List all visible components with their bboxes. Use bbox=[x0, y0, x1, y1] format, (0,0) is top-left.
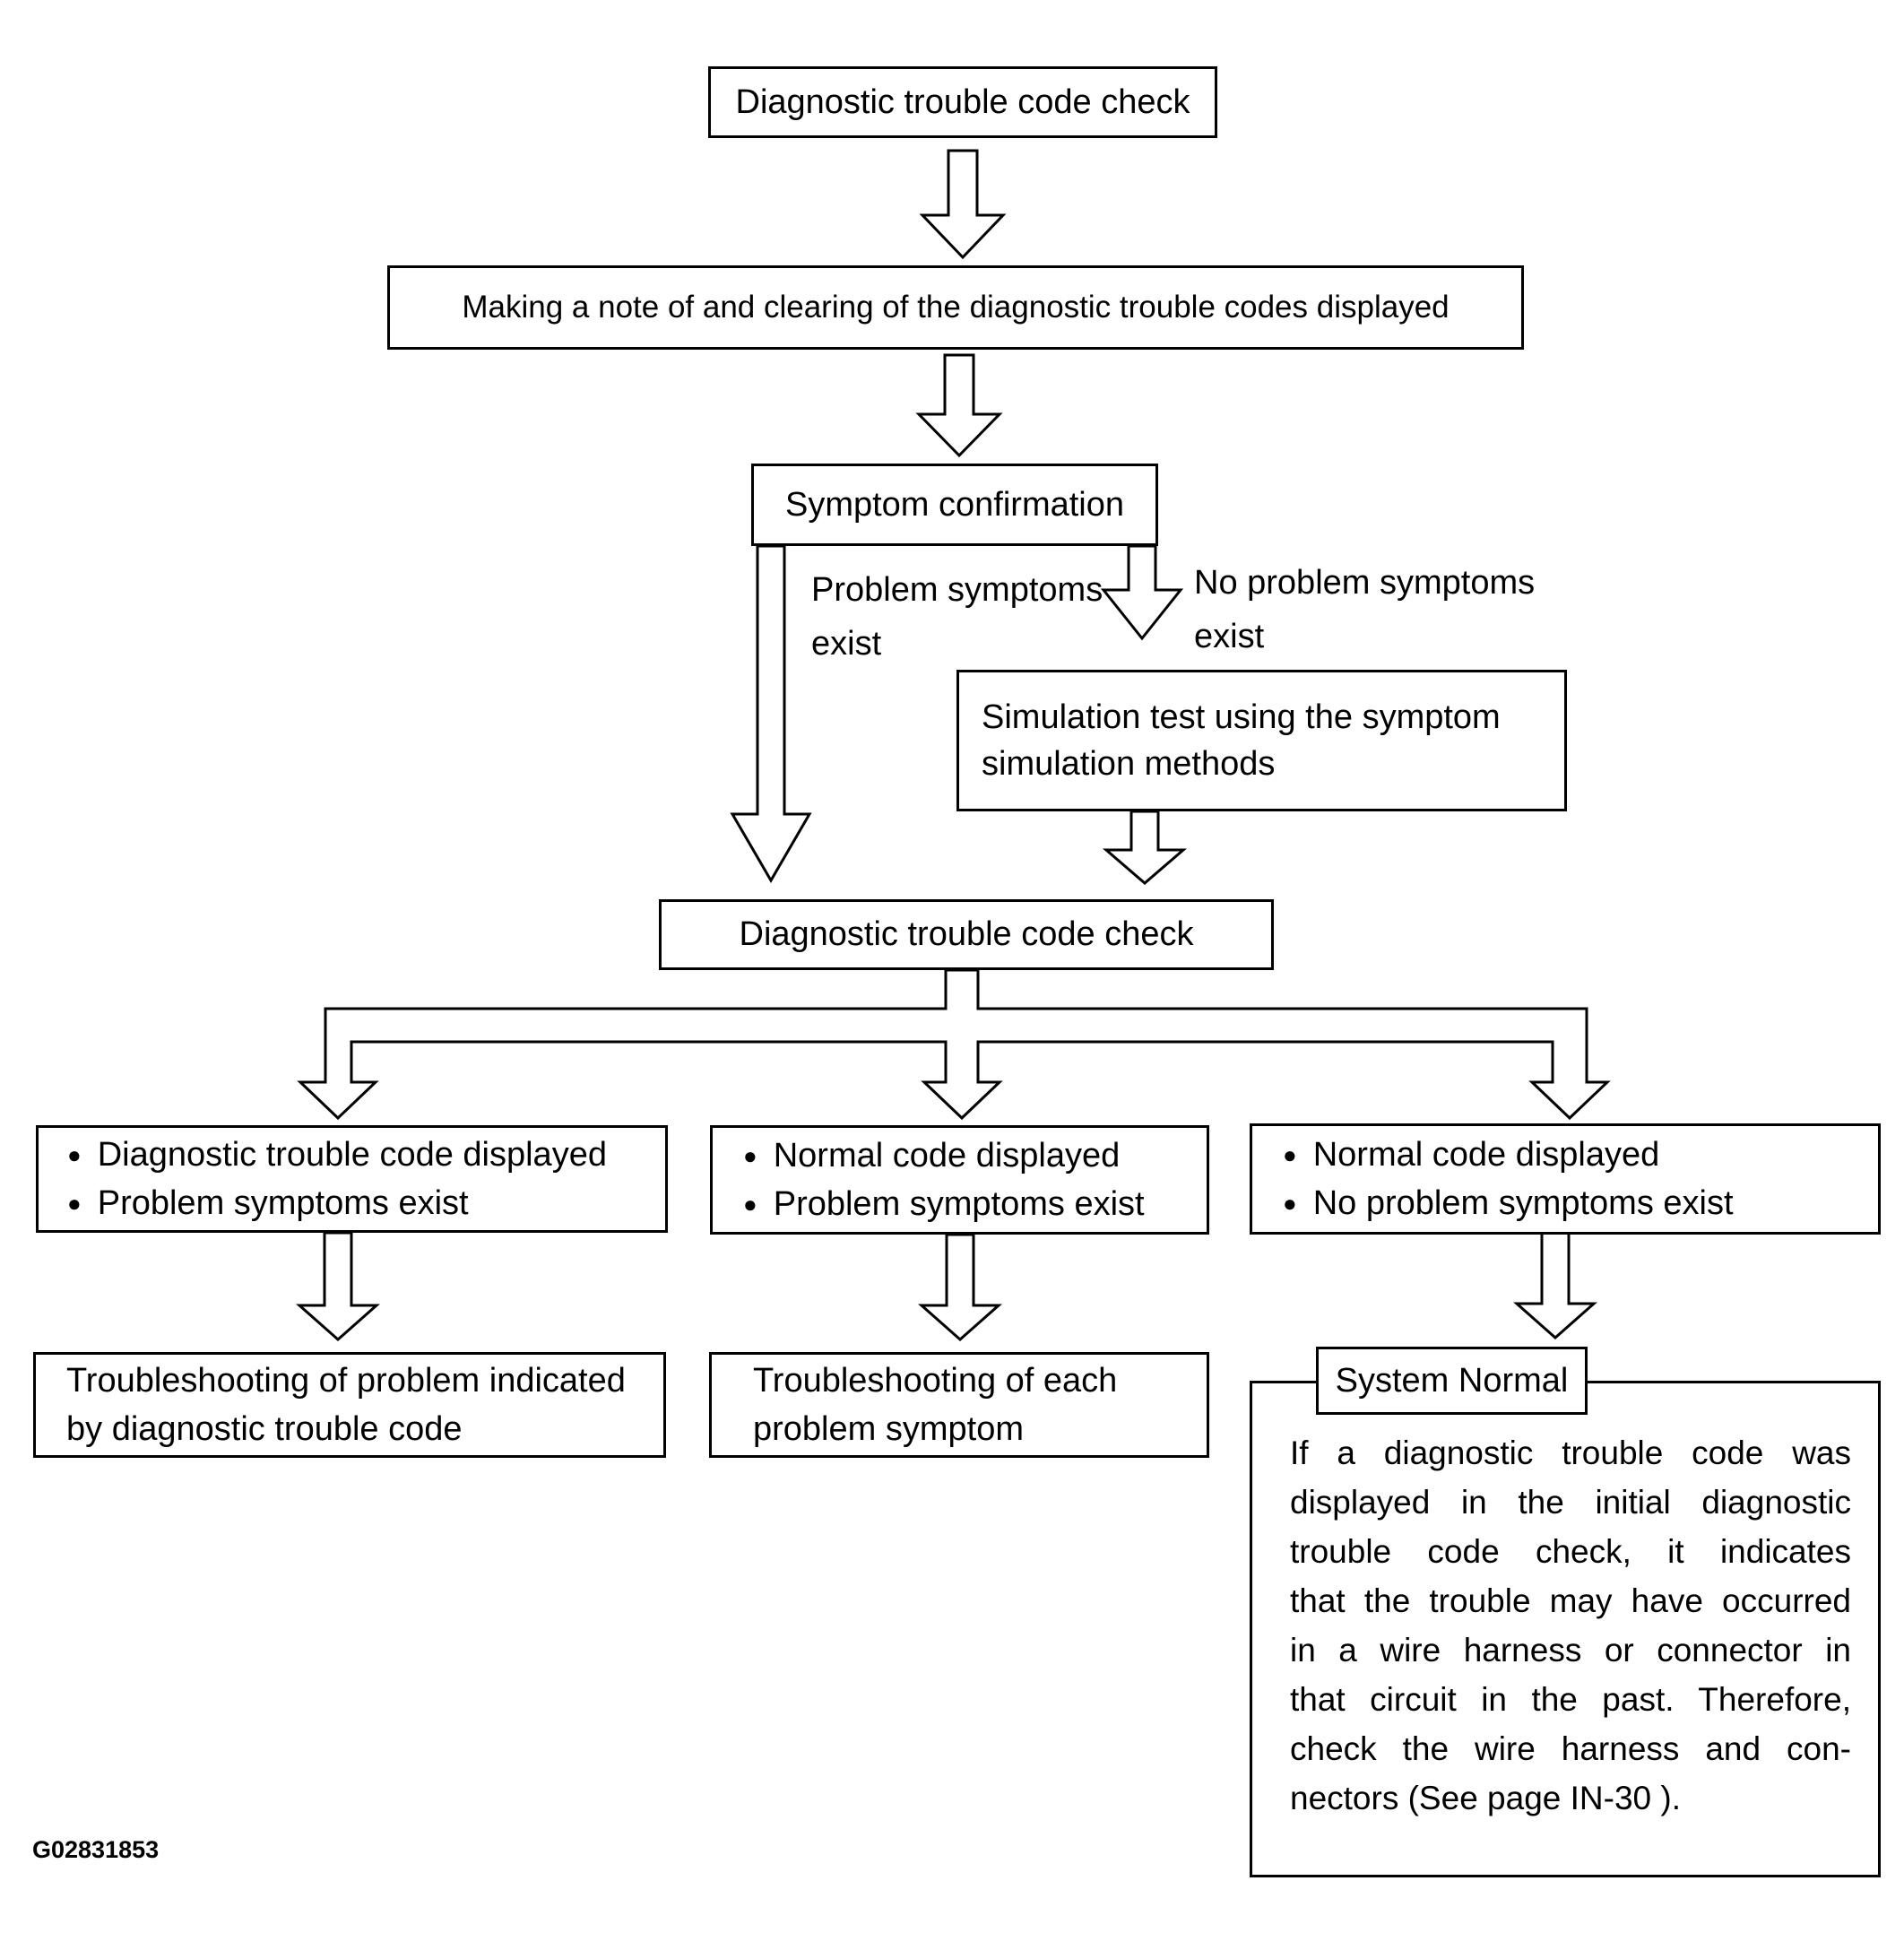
system-normal-title-label: System Normal bbox=[1335, 1361, 1569, 1400]
node-simulation-test: Simulation test using the symptom simula… bbox=[956, 670, 1567, 811]
node-result-left-label: Troubleshooting of problem indicated by … bbox=[66, 1362, 626, 1448]
list-item: ● Normal code displayed bbox=[1283, 1134, 1878, 1175]
outcome-middle-item-1: Normal code displayed bbox=[773, 1137, 1121, 1175]
arrow-down-1-icon bbox=[919, 149, 1007, 260]
node-outcome-left: ● Diagnostic trouble code displayed ● Pr… bbox=[36, 1125, 668, 1233]
note-line: displayed in the initial diagnostic bbox=[1290, 1484, 1851, 1521]
bullet-icon: ● bbox=[67, 1190, 82, 1217]
note-line: that the trouble may have occurred bbox=[1290, 1582, 1851, 1619]
arrow-outcome-middle-down-icon bbox=[918, 1233, 1002, 1342]
note-line: If a diagnostic trouble code was bbox=[1290, 1435, 1851, 1471]
outcome-left-list: ● Diagnostic trouble code displayed ● Pr… bbox=[67, 1134, 665, 1224]
arrow-down-2-icon bbox=[915, 353, 1003, 458]
arrow-outcome-right-down-icon bbox=[1513, 1230, 1597, 1340]
note-line: that circuit in the past. Therefore, bbox=[1290, 1681, 1851, 1718]
node-result-left: Troubleshooting of problem indicated by … bbox=[33, 1352, 666, 1458]
node-simulation-test-label: Simulation test using the symptom simula… bbox=[982, 698, 1501, 783]
node-symptom-confirmation-label: Symptom confirmation bbox=[784, 485, 1124, 524]
node-note-and-clear-label: Making a note of and clearing of the dia… bbox=[462, 289, 1450, 325]
node-dtc-check-second: Diagnostic trouble code check bbox=[659, 899, 1274, 970]
outcome-right-item-1: Normal code displayed bbox=[1312, 1136, 1660, 1174]
arrow-problem-symptoms-long-icon bbox=[730, 544, 812, 883]
system-normal-note-paragraph: If a diagnostic trouble code was display… bbox=[1252, 1383, 1878, 1823]
note-line: nectors (See page IN-30 ). bbox=[1290, 1780, 1681, 1816]
node-result-middle-label: Troubleshooting of each problem symptom bbox=[753, 1362, 1118, 1448]
three-way-branch-connector-icon bbox=[297, 968, 1611, 1121]
node-dtc-check-initial-label: Diagnostic trouble code check bbox=[735, 82, 1190, 121]
bullet-icon: ● bbox=[1283, 1141, 1297, 1168]
node-result-middle: Troubleshooting of each problem symptom bbox=[709, 1352, 1209, 1458]
bullet-icon: ● bbox=[743, 1191, 757, 1218]
list-item: ● Diagnostic trouble code displayed bbox=[67, 1134, 665, 1175]
note-line: check the wire harness and con- bbox=[1290, 1730, 1851, 1767]
bullet-icon: ● bbox=[743, 1142, 757, 1169]
arrow-no-problem-symptoms-icon bbox=[1100, 544, 1184, 641]
bullet-icon: ● bbox=[67, 1141, 82, 1168]
list-item: ● No problem symptoms exist bbox=[1283, 1183, 1878, 1224]
node-dtc-check-second-label: Diagnostic trouble code check bbox=[739, 915, 1194, 954]
node-dtc-check-initial: Diagnostic trouble code check bbox=[708, 66, 1217, 138]
outcome-middle-item-2: Problem symptoms exist bbox=[773, 1185, 1145, 1223]
outcome-left-item-1: Diagnostic trouble code displayed bbox=[97, 1136, 607, 1174]
node-outcome-middle: ● Normal code displayed ● Problem sympto… bbox=[710, 1125, 1209, 1235]
bullet-icon: ● bbox=[1283, 1190, 1297, 1217]
outcome-left-item-2: Problem symptoms exist bbox=[97, 1184, 469, 1222]
arrow-outcome-left-down-icon bbox=[296, 1231, 380, 1342]
note-line: in a wire harness or connector in bbox=[1290, 1632, 1851, 1669]
list-item: ● Normal code displayed bbox=[743, 1135, 1207, 1176]
node-system-normal-note: If a diagnostic trouble code was display… bbox=[1250, 1381, 1881, 1877]
node-note-and-clear: Making a note of and clearing of the dia… bbox=[387, 265, 1524, 350]
edge-label-no-problem-symptoms-exist: No problem symptoms exist bbox=[1194, 564, 1536, 655]
node-symptom-confirmation: Symptom confirmation bbox=[751, 464, 1158, 546]
list-item: ● Problem symptoms exist bbox=[67, 1183, 665, 1224]
arrow-simulation-to-check-icon bbox=[1102, 810, 1188, 885]
outcome-middle-list: ● Normal code displayed ● Problem sympto… bbox=[743, 1135, 1207, 1225]
list-item: ● Problem symptoms exist bbox=[743, 1183, 1207, 1225]
outcome-right-list: ● Normal code displayed ● No problem sym… bbox=[1283, 1134, 1878, 1224]
node-system-normal-title: System Normal bbox=[1316, 1347, 1588, 1415]
edge-label-problem-symptoms-exist: Problem symptoms exist bbox=[811, 571, 1103, 663]
node-outcome-right: ● Normal code displayed ● No problem sym… bbox=[1250, 1123, 1881, 1235]
note-line: trouble code check, it indicates bbox=[1290, 1533, 1851, 1570]
outcome-right-item-2: No problem symptoms exist bbox=[1312, 1184, 1734, 1222]
figure-code: G02831853 bbox=[32, 1836, 160, 1863]
